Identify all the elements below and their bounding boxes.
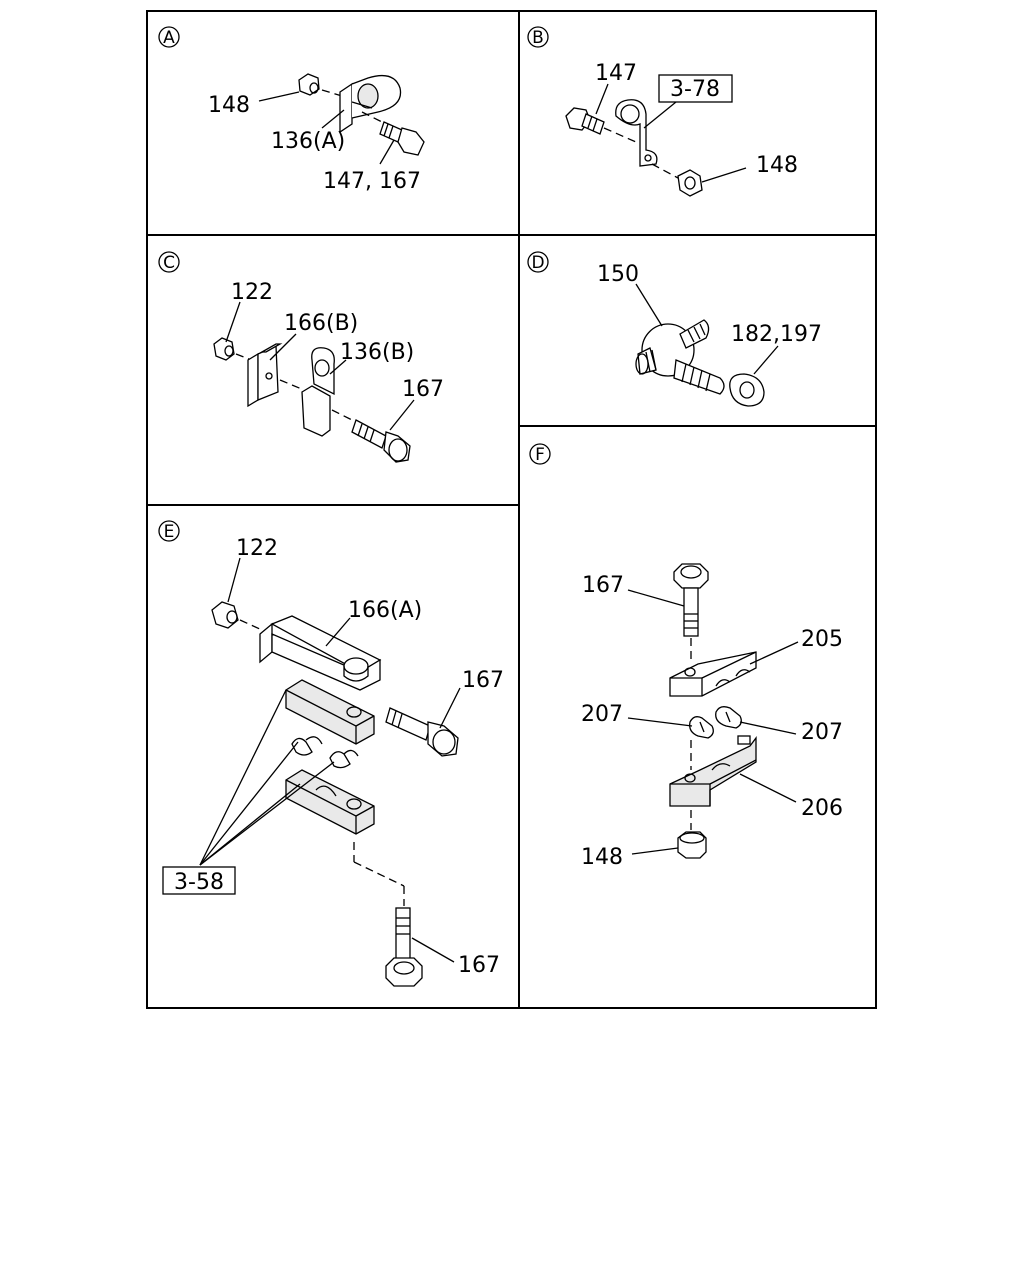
callout-166b: 166(B) xyxy=(284,311,358,336)
clamp-206-drawing xyxy=(669,735,757,807)
panel-b-letter-badge: B xyxy=(527,26,549,48)
ref-3-78: 3-78 xyxy=(670,77,720,102)
nut-182-197-drawing xyxy=(729,373,765,407)
panel-f-letter: F xyxy=(535,445,545,465)
panel-b-letter: B xyxy=(532,28,544,48)
leader-b-148 xyxy=(701,167,747,183)
leader-e-167-top xyxy=(439,687,461,729)
leader-e-ref-1 xyxy=(199,689,287,866)
leader-b-3-78 xyxy=(643,101,677,129)
align-dash-2 xyxy=(353,861,405,887)
panel-d: D 150 182,197 xyxy=(527,251,822,407)
callout-167-f: 167 xyxy=(582,573,624,598)
ref-3-58: 3-58 xyxy=(174,870,224,895)
callout-136a: 136(A) xyxy=(271,129,345,154)
callout-182-197: 182,197 xyxy=(731,322,822,347)
callout-167-e-top: 167 xyxy=(462,668,504,693)
leader-e-122 xyxy=(227,557,241,603)
bolt-167-f-drawing xyxy=(673,563,709,664)
bracket-166a-drawing xyxy=(259,615,382,691)
bolt-167-c-drawing xyxy=(331,409,411,463)
leader-a-147-167 xyxy=(379,139,395,165)
tee-fitting-150-drawing xyxy=(635,319,725,395)
nut-122-e-drawing xyxy=(211,601,263,631)
leader-d-182-197 xyxy=(753,345,779,375)
panel-e: E xyxy=(158,520,504,987)
callout-207-right: 207 xyxy=(801,720,843,745)
leader-f-205 xyxy=(749,641,799,665)
panel-d-letter-badge: D xyxy=(527,251,549,273)
panel-a-letter-badge: A xyxy=(158,26,180,48)
callout-205: 205 xyxy=(801,627,843,652)
ref-box-3-78 xyxy=(658,74,733,103)
leader-a-148 xyxy=(258,91,300,102)
nut-148-f-drawing xyxy=(677,810,707,859)
leader-d-150 xyxy=(635,283,663,327)
bolt-147-drawing xyxy=(565,107,637,143)
callout-148-f: 148 xyxy=(581,845,623,870)
leader-c-166b xyxy=(269,333,297,361)
nut-148-b-drawing xyxy=(651,163,703,197)
callout-148-b: 148 xyxy=(756,153,798,178)
bolt-167-e-top-drawing xyxy=(385,707,459,757)
panel-c-letter: C xyxy=(163,253,175,273)
leader-f-206 xyxy=(739,773,797,803)
leader-f-148 xyxy=(631,847,679,855)
panel-e-letter: E xyxy=(164,522,175,542)
ref-box-3-58 xyxy=(162,866,236,895)
bolt-147-167-drawing xyxy=(361,111,425,156)
clip-3-78-drawing xyxy=(615,99,658,167)
leader-c-136b xyxy=(329,359,347,375)
leader-e-ref-3 xyxy=(199,761,335,866)
callout-207-left: 207 xyxy=(581,702,623,727)
callout-147-167: 147, 167 xyxy=(323,169,421,194)
leader-a-136a xyxy=(321,109,345,129)
callout-167-e-bottom: 167 xyxy=(458,953,500,978)
callout-147: 147 xyxy=(595,61,637,86)
bolt-167-e-bottom-drawing xyxy=(385,907,423,987)
leader-f-207-left xyxy=(627,717,693,727)
bracket-166b-drawing xyxy=(247,343,283,408)
leader-e-ref-2 xyxy=(199,741,299,866)
panel-b: B 147 3-78 148 xyxy=(527,26,798,197)
panel-f-letter-badge: F xyxy=(529,443,551,465)
clip-136b-drawing xyxy=(279,347,335,437)
leader-e-166a xyxy=(325,617,351,647)
leader-f-167 xyxy=(627,589,685,607)
panel-a-letter: A xyxy=(163,28,175,48)
leader-b-147 xyxy=(595,83,609,115)
leader-c-122 xyxy=(225,301,241,343)
panel-a: A 148 136(A) 147, 167 xyxy=(158,26,425,194)
callout-148: 148 xyxy=(208,93,250,118)
leader-f-207-right xyxy=(739,721,797,735)
panel-c: C xyxy=(158,251,444,463)
callout-122-c: 122 xyxy=(231,280,273,305)
panel-e-letter-badge: E xyxy=(158,520,180,542)
callout-122-e: 122 xyxy=(236,536,278,561)
cushion-207-right-drawing xyxy=(715,706,742,729)
leader-e-167-bottom xyxy=(411,937,455,963)
callout-150: 150 xyxy=(597,262,639,287)
leader-c-167 xyxy=(389,399,415,431)
clamp-blocks-3-58-drawing xyxy=(285,679,375,835)
panel-c-letter-badge: C xyxy=(158,251,180,273)
panel-f: F xyxy=(529,443,843,870)
diagram-frame xyxy=(146,10,877,1009)
panel-d-letter: D xyxy=(531,253,544,273)
callout-166a: 166(A) xyxy=(348,598,422,623)
callout-167-c: 167 xyxy=(402,377,444,402)
leader-e-ref-4 xyxy=(199,783,301,866)
clip-136a-drawing xyxy=(339,74,402,134)
nut-148-drawing xyxy=(298,73,343,97)
clamp-205-drawing xyxy=(669,651,757,697)
cushion-207-left-drawing xyxy=(689,716,714,739)
callout-206: 206 xyxy=(801,796,843,821)
callout-136b: 136(B) xyxy=(340,340,414,365)
